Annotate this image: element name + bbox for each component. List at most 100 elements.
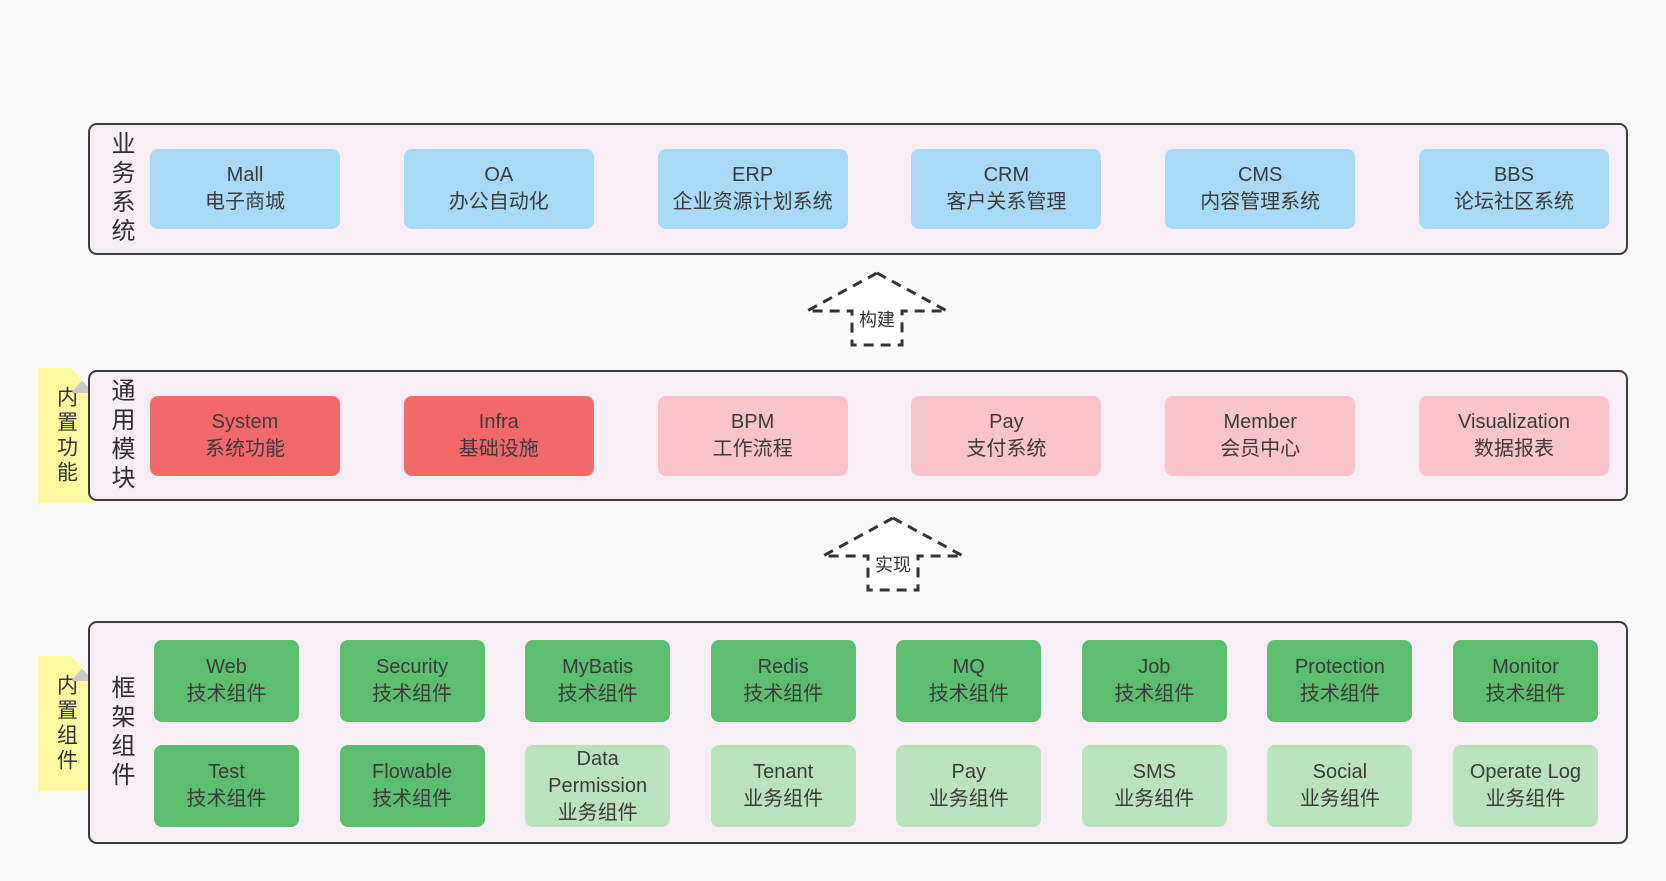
box-visualization: Visualization 数据报表 bbox=[1418, 395, 1609, 476]
box-member: Member 会员中心 bbox=[1165, 395, 1356, 476]
box-subtitle: 技术组件 bbox=[743, 683, 824, 705]
box-subtitle: 技术组件 bbox=[1299, 683, 1380, 705]
box-title: Protection bbox=[1294, 656, 1385, 678]
box-title: Mall bbox=[226, 164, 264, 186]
box-subtitle: 工作流程 bbox=[712, 437, 793, 460]
arrow-implement: 实现 bbox=[818, 514, 968, 594]
box-oa: OA 办公自动化 bbox=[403, 149, 594, 229]
box-title: Test bbox=[208, 761, 245, 783]
box-subtitle: 客户关系管理 bbox=[946, 191, 1067, 213]
box-title: Member bbox=[1223, 410, 1297, 433]
box-title: Visualization bbox=[1458, 410, 1570, 433]
box-infra: Infra 基础设施 bbox=[403, 395, 594, 476]
box-title: BPM bbox=[730, 410, 775, 433]
box-subtitle: 技术组件 bbox=[557, 683, 638, 705]
box-subtitle: 办公自动化 bbox=[448, 191, 549, 213]
box-title: Tenant bbox=[753, 761, 814, 783]
box-mall: Mall 电子商城 bbox=[150, 149, 340, 229]
box-flowable: Flowable 技术组件 bbox=[339, 745, 485, 827]
box-erp: ERP 企业资源计划系统 bbox=[657, 149, 848, 229]
box-subtitle: 技术组件 bbox=[1485, 683, 1566, 705]
band-label-framework-components: 框架组件 bbox=[107, 674, 134, 791]
arrow-label-implement: 实现 bbox=[872, 554, 914, 576]
box-subtitle: 论坛社区系统 bbox=[1453, 191, 1574, 213]
box-title: OA bbox=[484, 164, 514, 186]
box-title: Flowable bbox=[372, 761, 453, 783]
box-title: System bbox=[211, 410, 279, 433]
box-subtitle: 会员中心 bbox=[1220, 437, 1301, 460]
box-system: System 系统功能 bbox=[150, 395, 340, 476]
box-title: Web bbox=[206, 656, 247, 678]
band-common-modules: 通用模块 System 系统功能 Infra 基础设施 BPM 工作流程 Pay 支付系统 Mem… bbox=[88, 370, 1628, 501]
box-protection: Protection 技术组件 bbox=[1267, 640, 1413, 722]
band-label-common-modules: 通用模块 bbox=[107, 377, 134, 494]
box-subtitle: 技术组件 bbox=[372, 788, 453, 810]
box-operate-log: Operate Log 业务组件 bbox=[1452, 745, 1598, 827]
box-subtitle: 技术组件 bbox=[1114, 683, 1195, 705]
band-label-business-systems: 业务系统 bbox=[107, 131, 134, 247]
box-pay: Pay 业务组件 bbox=[896, 745, 1042, 827]
box-title: Social bbox=[1312, 761, 1368, 783]
box-subtitle: 支付系统 bbox=[966, 437, 1047, 460]
box-title: Redis bbox=[757, 656, 809, 678]
sticky-note-common-modules: 内置功能 bbox=[38, 368, 93, 503]
box-subtitle: 系统功能 bbox=[205, 437, 285, 460]
box-bpm: BPM 工作流程 bbox=[657, 395, 848, 476]
box-title: MyBatis bbox=[562, 656, 634, 678]
box-redis: Redis 技术组件 bbox=[710, 640, 856, 722]
box-subtitle: 数据报表 bbox=[1473, 437, 1554, 460]
box-security: Security 技术组件 bbox=[339, 640, 485, 722]
box-subtitle: 技术组件 bbox=[186, 788, 267, 810]
box-data-permission: Data Permission 业务组件 bbox=[525, 745, 671, 827]
box-row: System 系统功能 Infra 基础设施 BPM 工作流程 Pay 支付系统 Member 会… bbox=[150, 395, 1609, 476]
box-subtitle: 业务组件 bbox=[928, 788, 1009, 810]
box-title: BBS bbox=[1493, 164, 1534, 186]
box-bbs: BBS 论坛社区系统 bbox=[1418, 149, 1609, 229]
box-title: SMS bbox=[1132, 761, 1176, 783]
box-subtitle: 业务组件 bbox=[1485, 788, 1566, 810]
box-subtitle: 电子商城 bbox=[205, 191, 285, 213]
box-tenant: Tenant 业务组件 bbox=[710, 745, 856, 827]
box-title: Data Permission bbox=[548, 747, 648, 797]
box-subtitle: 业务组件 bbox=[1299, 788, 1380, 810]
box-pay: Pay 支付系统 bbox=[911, 395, 1102, 476]
box-subtitle: 技术组件 bbox=[372, 683, 453, 705]
sticky-note-label: 内置组件 bbox=[54, 673, 78, 774]
box-crm: CRM 客户关系管理 bbox=[911, 149, 1102, 229]
box-subtitle: 业务组件 bbox=[743, 788, 824, 810]
box-subtitle: 业务组件 bbox=[557, 801, 638, 824]
box-subtitle: 内容管理系统 bbox=[1200, 191, 1321, 213]
box-title: Pay bbox=[989, 410, 1024, 433]
box-mybatis: MyBatis 技术组件 bbox=[525, 640, 671, 722]
box-title: Infra bbox=[478, 410, 519, 433]
arrow-build: 构建 bbox=[802, 269, 952, 349]
box-title: Pay bbox=[951, 761, 986, 783]
box-title: CMS bbox=[1237, 164, 1283, 186]
box-subtitle: 业务组件 bbox=[1114, 788, 1195, 810]
box-web: Web 技术组件 bbox=[154, 640, 299, 722]
sticky-note-framework-components: 内置组件 bbox=[38, 656, 93, 791]
box-subtitle: 技术组件 bbox=[186, 683, 267, 705]
box-title: Security bbox=[375, 656, 449, 678]
box-title: Monitor bbox=[1492, 656, 1559, 678]
band-framework-components: 框架组件 Web 技术组件 Security 技术组件 MyBatis 技术组件 Redis 技… bbox=[88, 621, 1628, 844]
arrow-label-build: 构建 bbox=[856, 309, 898, 331]
box-title: CRM bbox=[983, 164, 1030, 186]
box-test: Test 技术组件 bbox=[154, 745, 299, 827]
box-title: ERP bbox=[732, 164, 774, 186]
box-cms: CMS 内容管理系统 bbox=[1165, 149, 1356, 229]
box-title: Operate Log bbox=[1469, 761, 1582, 783]
box-row: Mall 电子商城 OA 办公自动化 ERP 企业资源计划系统 CRM 客户关系管理 CMS 内容… bbox=[150, 149, 1609, 229]
box-subtitle: 企业资源计划系统 bbox=[672, 191, 833, 213]
box-monitor: Monitor 技术组件 bbox=[1452, 640, 1598, 722]
sticky-note-label: 内置功能 bbox=[54, 385, 78, 486]
box-subtitle: 基础设施 bbox=[458, 437, 539, 460]
box-subtitle: 技术组件 bbox=[928, 683, 1009, 705]
box-social: Social 业务组件 bbox=[1267, 745, 1413, 827]
